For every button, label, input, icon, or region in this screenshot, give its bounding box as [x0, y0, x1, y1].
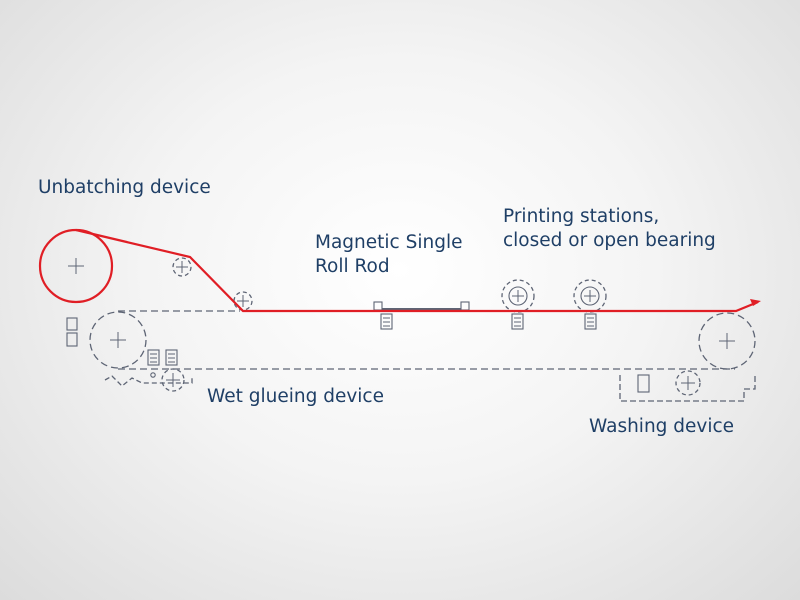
label-washing-device: Washing device: [589, 416, 735, 437]
label-wet-glueing-device: Wet glueing device: [207, 386, 384, 407]
label-printing-line-2: closed or open bearing: [503, 230, 716, 251]
guide-roller-lower: [233, 291, 253, 311]
printing-station-2: [573, 279, 607, 330]
web-path: [38, 228, 761, 313]
machine-frame: [118, 310, 735, 370]
label-printing-stations: Printing stations, closed or open bearin…: [503, 205, 716, 253]
label-magnetic-single-roll-rod: Magnetic Single Roll Rod: [315, 231, 462, 279]
washing-device: [619, 370, 756, 402]
guide-roller-upper: [172, 257, 192, 277]
label-unbatching-device: Unbatching device: [38, 177, 211, 198]
wet-glueing-device: [104, 349, 193, 392]
unbatching-roll: [68, 258, 84, 274]
magnetic-roll-rod: [373, 301, 470, 330]
printing-station-1: [501, 279, 535, 330]
left-conveyor-drum: [66, 311, 147, 369]
label-magnetic-line-2: Roll Rod: [315, 256, 390, 277]
label-magnetic-line-1: Magnetic Single: [315, 232, 463, 253]
right-conveyor-drum: [698, 312, 756, 370]
label-printing-line-1: Printing stations,: [503, 206, 660, 227]
